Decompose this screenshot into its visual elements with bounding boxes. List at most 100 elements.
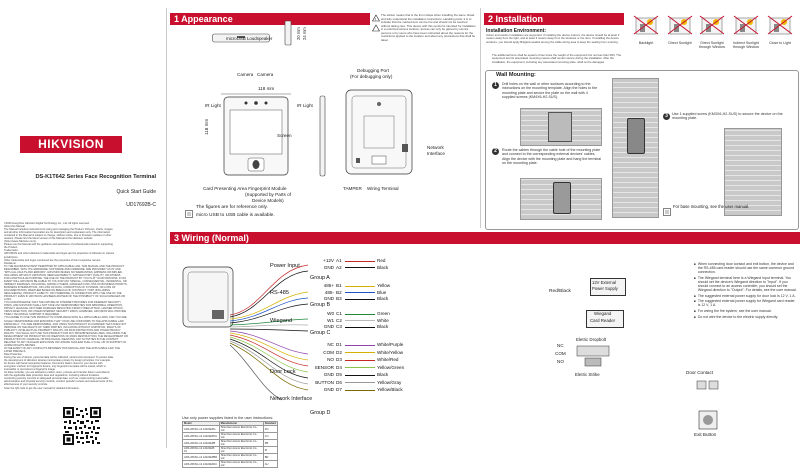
wiring-notes: ■ When connecting door contact and exit b…	[694, 262, 798, 320]
legal-line: and all other information hereinafter ar…	[4, 231, 111, 235]
light-condition-icon: Indirect Sunlight through Window	[730, 14, 762, 54]
wire-color-label: Yellow/Gray	[377, 379, 402, 385]
light-condition-icon: Close to Light	[764, 14, 796, 54]
camera-label-2: Camera	[257, 72, 274, 77]
legal-line: LOSS.	[4, 298, 12, 302]
pin-label: COM	[323, 349, 334, 355]
wire-color-label: Yellow/Black	[377, 387, 403, 392]
wire-line	[345, 326, 375, 328]
pin-code: C1	[336, 311, 342, 316]
legal-line: (https://www.hikvision.com/).	[4, 240, 37, 244]
screen-label: Screen	[277, 133, 292, 138]
legal-line: IN THE EVENT OF ANY CONFLICTS BETWEEN TH…	[4, 346, 120, 350]
pin-code: D5	[336, 372, 342, 377]
legal-line: the Product.	[4, 246, 18, 250]
dropbolt-icon	[575, 344, 613, 370]
wiring-group-name: RS-485	[270, 290, 289, 296]
wiring-group-name: Wiegand	[270, 318, 293, 324]
legal-line: FOR A PARTICULAR PURPOSE. THE USE OF THE…	[4, 276, 127, 280]
cable-bundle	[222, 250, 310, 410]
legal-line: Data Protection	[4, 353, 22, 357]
legal-line: PUBLICITY, INTELLECTUAL PROPERTY RIGHTS,…	[4, 328, 121, 332]
wire-color-label: Yellow/Green	[377, 364, 405, 370]
exit-button-label: Exit Button	[694, 432, 717, 437]
pin-label: 485+	[323, 283, 334, 288]
legal-line: PRIVACY LEAKAGE OR OTHER DAMAGES RESULTI…	[4, 307, 124, 311]
table-cell: Shenzhen Honor Electronic Co., Ltd	[218, 453, 264, 461]
device-on-wall-3	[627, 118, 645, 154]
relay-nc-label: NC	[557, 343, 564, 348]
wire-line	[345, 389, 375, 391]
wire-color-label: White	[377, 317, 389, 323]
legal-line: reasons. Please find the latest version …	[4, 237, 93, 241]
note-icon	[185, 205, 193, 218]
step-3-text: Use 1 supplied screw (KM3X6-H2-SUS) to s…	[672, 112, 783, 121]
pin-code: D3	[336, 357, 342, 362]
legal-line: ©2020 Hangzhou Hikvision Digital Technol…	[4, 222, 90, 225]
legal-line: TIMELY TECHNICAL SUPPORT IF REQUIRED.	[4, 313, 60, 317]
legal-line: administrative and physical security con…	[4, 380, 113, 384]
table-cell: BR	[262, 453, 279, 461]
pin-label: GND	[323, 264, 334, 270]
exit-button-icon	[698, 410, 718, 430]
legal-line: Disclaimer	[4, 261, 17, 265]
legal-line: encryption method; for fingerprint devic…	[4, 365, 106, 369]
legal-line: TO THE MAXIMUM EXTENT PERMITTED BY APPLI…	[4, 264, 125, 268]
psu-label: 12V External	[592, 280, 616, 285]
table-cell: Shenzhen Honor Electronic Co., Ltd	[218, 425, 264, 433]
base-mounting-note: For base mounting, see the user manual.	[673, 204, 750, 209]
wiring-note-item: ■Do not wire the device to the electric …	[694, 315, 798, 319]
wiring-note-text: When connecting door contact and exit bu…	[697, 262, 794, 275]
table-cell: Shenzhen Honor Electronic Co., Ltd	[218, 446, 264, 454]
pin-code: C3	[336, 324, 342, 329]
wire-color-label: Red	[377, 258, 386, 263]
doc-subtitle: Quick Start Guide	[116, 189, 156, 195]
wiring-note-item: ■For wiring the fire system, see the use…	[694, 309, 798, 313]
wiring-note-item: ■When connecting door contact and exit b…	[694, 262, 798, 274]
wall-mounting-box	[485, 70, 799, 230]
pin-code: D1	[336, 342, 342, 347]
wiring-group-label: Group C	[310, 330, 331, 336]
legal-line: impossible to reconstruct a fingerprint …	[4, 368, 56, 372]
light-condition-label: Close to Light	[769, 41, 791, 45]
device-back-view	[342, 86, 416, 178]
wire-line	[345, 292, 375, 293]
pin-label: 485-	[324, 289, 334, 295]
card-area-label-3: Device Models)	[252, 198, 284, 203]
warning-text: The sticker means that is the front shap…	[381, 14, 476, 42]
wiegand-reader-box	[586, 310, 624, 328]
qr-code-image	[62, 406, 102, 446]
pin-label: W0	[327, 311, 334, 316]
wire-line	[345, 260, 375, 262]
step-1-text: Drill holes on the wall or other surface…	[502, 82, 598, 99]
network-interface-label-2: Interface	[427, 151, 445, 156]
svg-text:!: !	[375, 16, 376, 21]
table-cell: ADS-26FSG-12 12024EPB	[182, 439, 220, 447]
legal-line: with the applicable data protection laws…	[4, 374, 100, 378]
legal-line: Please use this Manual with the guidance…	[4, 243, 113, 247]
wiring-note-item: ■The suggested external power supply for…	[694, 299, 798, 307]
wire-line	[345, 285, 375, 287]
env-note-text: The additional force shall be equal to t…	[492, 54, 621, 64]
wire-line	[345, 320, 375, 321]
table-cell: CU	[262, 432, 279, 440]
section-header-appearance: 1 Appearance	[170, 13, 370, 25]
warning-icons: !	[371, 14, 381, 36]
bullet-icon: ■	[694, 308, 696, 313]
legal-line: DOCUMENTATION, WHETHER BASED ON BREACH O…	[4, 289, 111, 293]
legal-line: As data controller, you are advised to c…	[4, 371, 110, 375]
section-header-wiring: 3 Wiring (Normal)	[170, 232, 800, 244]
wiring-group-label: Group B	[310, 302, 331, 308]
table-cell: ADS-26FSG-12 12024EPG	[182, 425, 220, 433]
pin-code: B1	[336, 283, 342, 288]
network-interface-label: Network	[427, 145, 444, 150]
camera-label-1: Camera	[237, 72, 254, 77]
wire-color-label: Yellow	[377, 283, 391, 288]
wiring-note-text: The Wiegand terminal here is a Wiegand i…	[697, 275, 797, 293]
adapter-note: Use only power supplies listed in the us…	[182, 416, 274, 420]
wiring-note-text: The suggested external power supply for …	[697, 299, 795, 308]
legal-line: DESCRIBED, WITH ITS HARDWARE, SOFTWARE A…	[4, 267, 121, 271]
